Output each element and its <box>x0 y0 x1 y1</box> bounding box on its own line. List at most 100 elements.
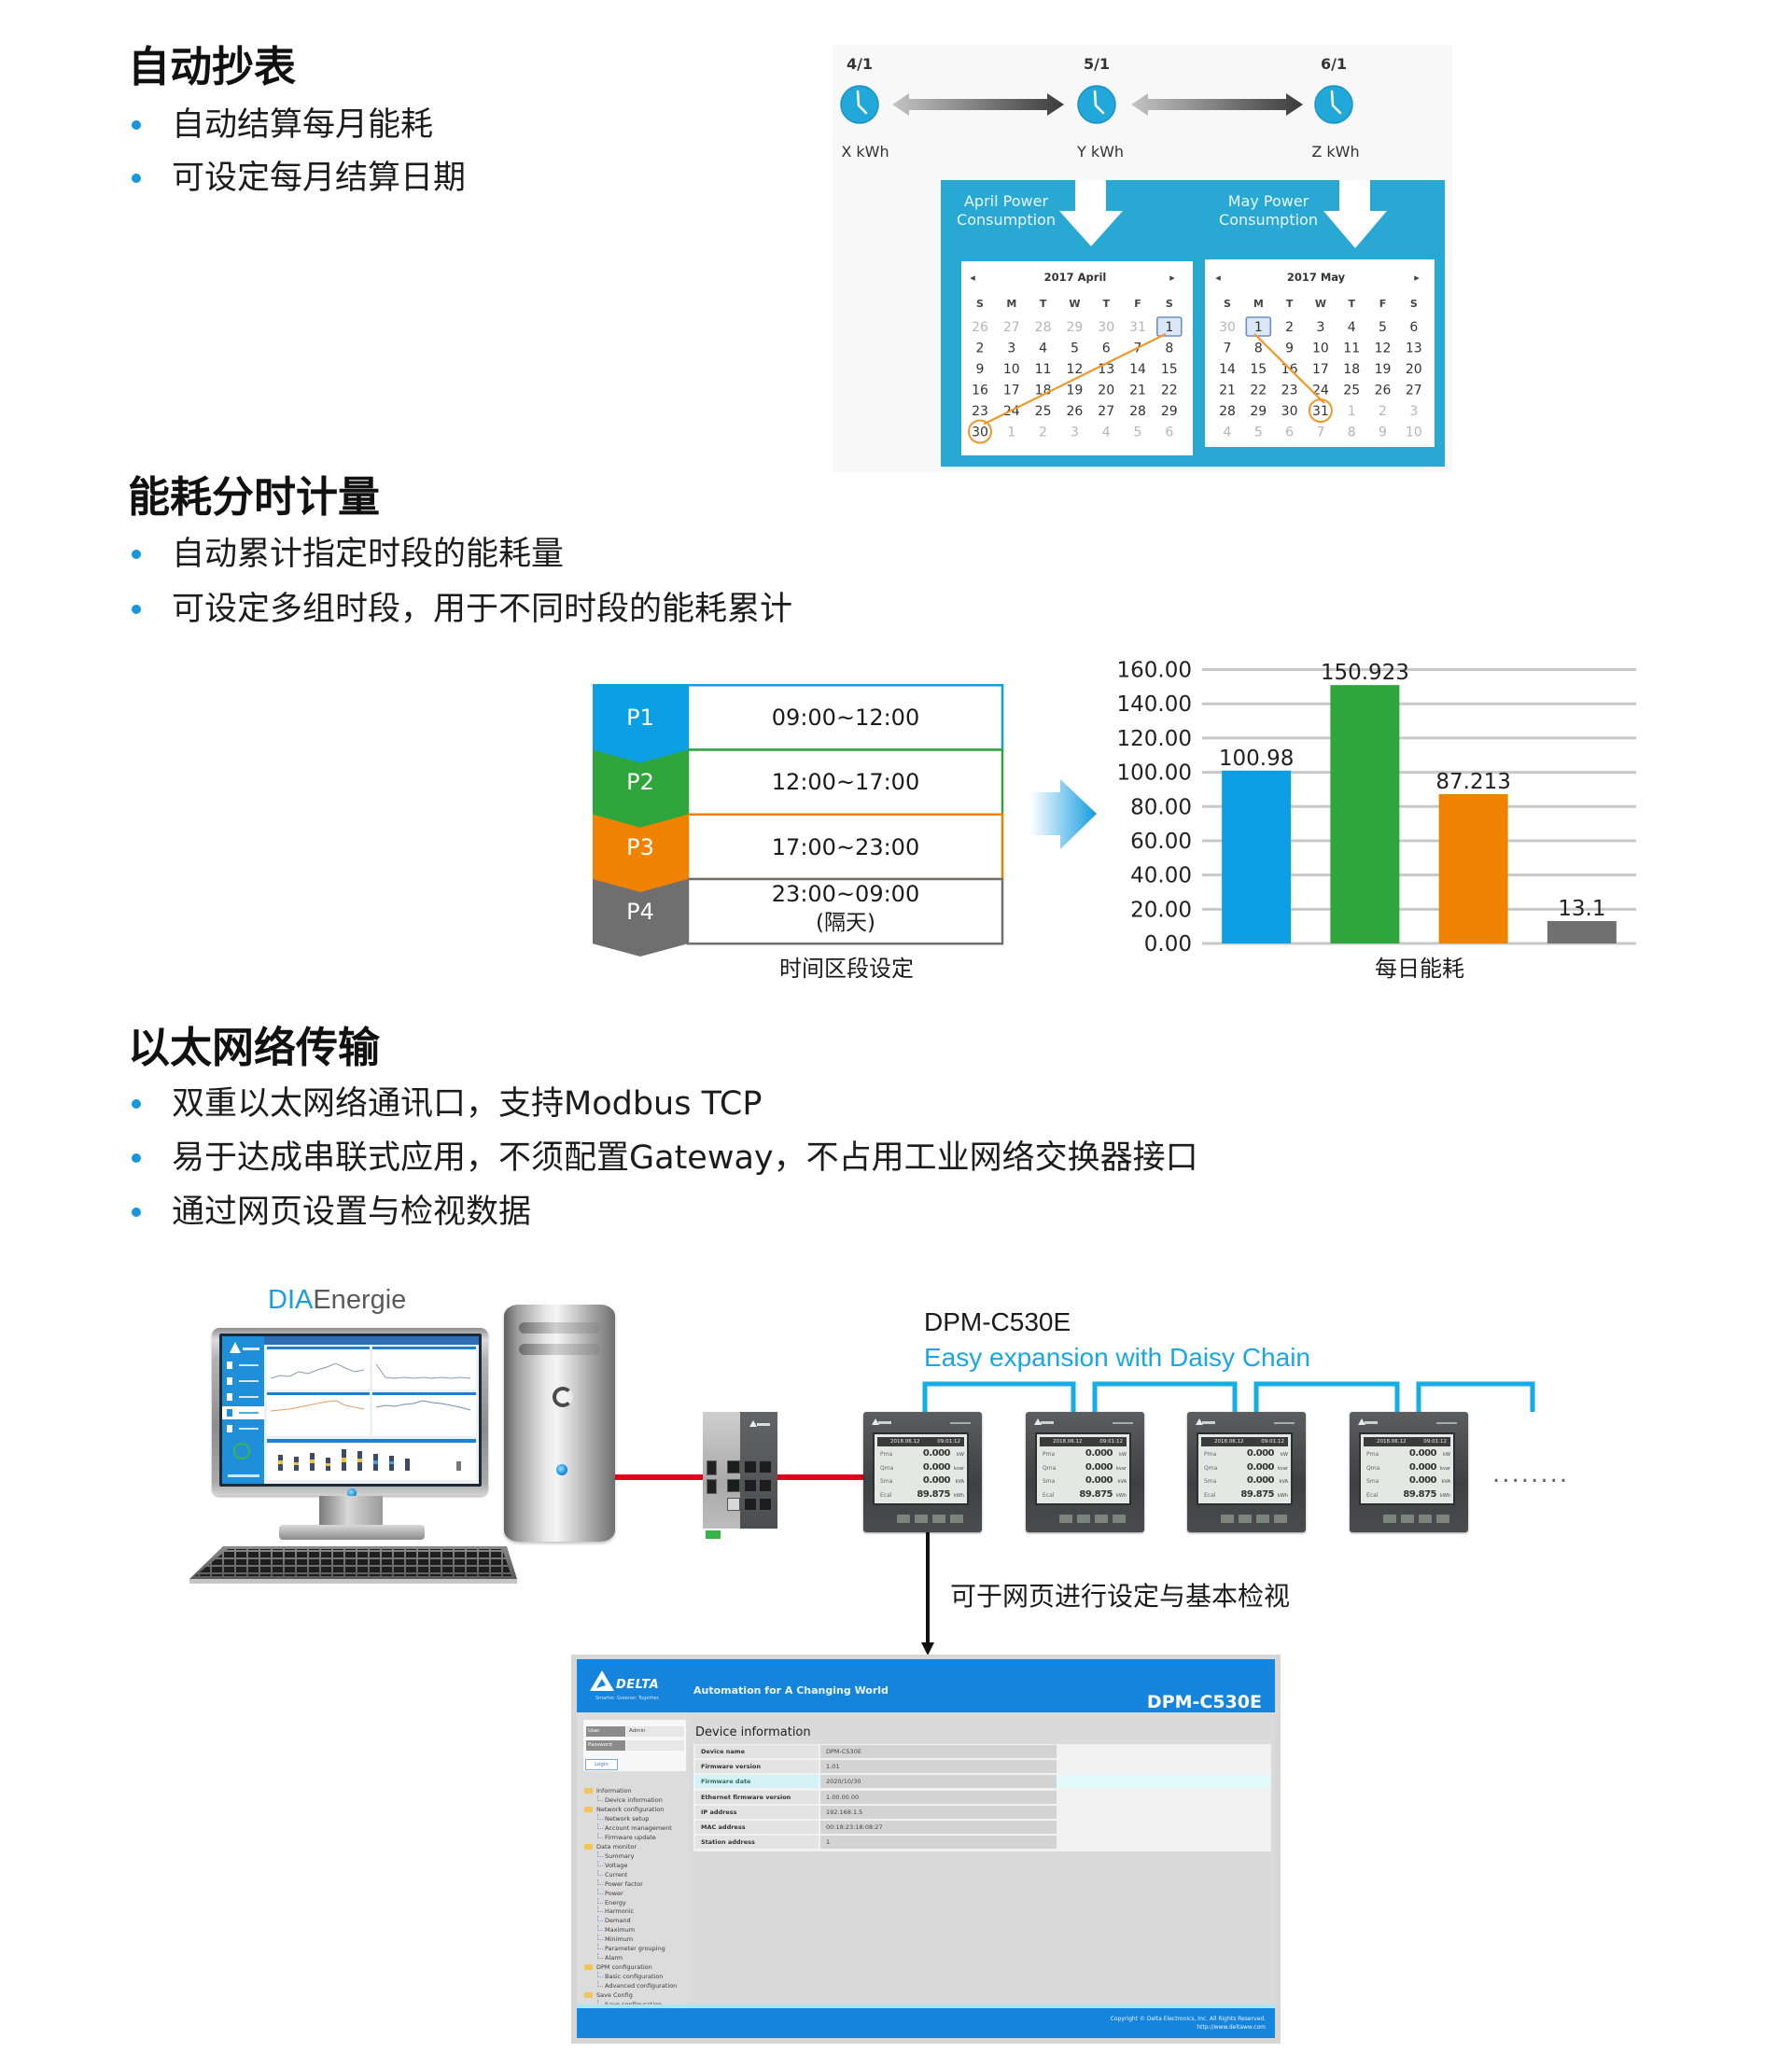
calendar-day-other-month[interactable]: 6 <box>1165 426 1173 440</box>
calendar-day-other-month[interactable]: 8 <box>1348 426 1356 440</box>
calendar-day[interactable]: 9 <box>976 362 985 377</box>
calendar-day[interactable]: 12 <box>1066 362 1083 377</box>
nav-group[interactable]: Save Config <box>577 1990 689 2000</box>
calendar-day[interactable]: 19 <box>1375 362 1392 377</box>
calendar-day-other-month[interactable]: 4 <box>1224 426 1232 440</box>
calendar-day-other-month[interactable]: 6 <box>1285 426 1294 440</box>
calendar-day-other-month[interactable]: 2 <box>1039 426 1047 440</box>
calendar-day[interactable]: 26 <box>1375 384 1392 398</box>
meter-front-button[interactable] <box>1436 1515 1449 1523</box>
user-field[interactable]: Admin <box>626 1726 684 1737</box>
calendar-day[interactable]: 7 <box>1224 342 1232 356</box>
calendar-day[interactable]: 18 <box>1035 384 1052 398</box>
calendar-day[interactable]: 26 <box>1066 404 1083 419</box>
calendar-day[interactable]: 30 <box>972 426 988 440</box>
nav-item[interactable]: Energy <box>577 1897 689 1907</box>
meter-front-button[interactable] <box>932 1515 945 1523</box>
meter-front-button[interactable] <box>1077 1515 1090 1523</box>
calendar-day-other-month[interactable]: 9 <box>1379 426 1387 440</box>
website-link[interactable]: http://www.deltaww.com <box>1197 2024 1266 2031</box>
calendar-day[interactable]: 4 <box>1348 320 1356 335</box>
calendar-day[interactable]: 2 <box>976 342 985 356</box>
calendar-day[interactable]: 8 <box>1165 342 1173 356</box>
calendar-day-other-month[interactable]: 4 <box>1102 426 1111 440</box>
nav-item[interactable]: Power <box>577 1888 689 1898</box>
calendar-day-other-month[interactable]: 28 <box>1035 320 1052 335</box>
calendar-day-other-month[interactable]: 1 <box>1348 404 1356 419</box>
calendar-day[interactable]: 11 <box>1035 362 1052 377</box>
calendar-day[interactable]: 14 <box>1219 362 1236 377</box>
login-button[interactable]: Login <box>585 1759 618 1770</box>
meter-front-button[interactable] <box>915 1515 928 1523</box>
calendar-day[interactable]: 30 <box>1281 404 1298 419</box>
calendar-day[interactable]: 24 <box>1312 384 1329 398</box>
calendar-next-month-button[interactable]: ▸ <box>1414 272 1420 284</box>
calendar-day-other-month[interactable]: 1 <box>1007 426 1015 440</box>
calendar-day[interactable]: 1 <box>1165 320 1173 335</box>
calendar-day-other-month[interactable]: 7 <box>1316 426 1324 440</box>
calendar-day[interactable]: 25 <box>1035 404 1052 419</box>
calendar-day[interactable]: 16 <box>972 384 988 398</box>
calendar-day-other-month[interactable]: 27 <box>1003 320 1020 335</box>
calendar-day[interactable]: 23 <box>1281 384 1298 398</box>
meter-front-button[interactable] <box>1383 1515 1396 1523</box>
nav-item[interactable]: Parameter grouping <box>577 1944 689 1953</box>
calendar-day[interactable]: 14 <box>1129 362 1146 377</box>
calendar-day[interactable]: 31 <box>1312 404 1329 419</box>
calendar-day-other-month[interactable]: 5 <box>1254 426 1263 440</box>
nav-group[interactable]: DPM configuration <box>577 1962 689 1972</box>
calendar-day[interactable]: 3 <box>1007 342 1015 356</box>
calendar-day-other-month[interactable]: 29 <box>1066 320 1083 335</box>
meter-front-button[interactable] <box>1095 1515 1108 1523</box>
nav-item[interactable]: Harmonic <box>577 1906 689 1916</box>
calendar-day[interactable]: 27 <box>1098 404 1114 419</box>
nav-item[interactable]: Firmware update <box>577 1832 689 1842</box>
calendar-day[interactable]: 29 <box>1250 404 1267 419</box>
calendar-day[interactable]: 2 <box>1285 320 1294 335</box>
meter-front-button[interactable] <box>1239 1515 1252 1523</box>
nav-item[interactable]: Summary <box>577 1851 689 1861</box>
calendar-day[interactable]: 13 <box>1406 342 1422 356</box>
nav-item[interactable]: Demand <box>577 1916 689 1925</box>
calendar-day-other-month[interactable]: 2 <box>1379 404 1387 419</box>
calendar-day[interactable]: 21 <box>1129 384 1146 398</box>
calendar-day[interactable]: 11 <box>1343 342 1360 356</box>
calendar-day[interactable]: 6 <box>1409 320 1418 335</box>
meter-front-button[interactable] <box>1059 1515 1072 1523</box>
calendar-day-other-month[interactable]: 30 <box>1219 320 1236 335</box>
calendar-day-other-month[interactable]: 5 <box>1134 426 1142 440</box>
nav-item[interactable]: Current <box>577 1869 689 1879</box>
calendar-day-other-month[interactable]: 10 <box>1406 426 1422 440</box>
calendar-day[interactable]: 5 <box>1379 320 1387 335</box>
calendar-day[interactable]: 17 <box>1312 362 1329 377</box>
calendar-day[interactable]: 9 <box>1285 342 1294 356</box>
calendar-day[interactable]: 1 <box>1254 320 1263 335</box>
calendar-day[interactable]: 22 <box>1161 384 1178 398</box>
nav-item[interactable]: Network setup <box>577 1813 689 1823</box>
meter-front-button[interactable] <box>1113 1515 1126 1523</box>
nav-item[interactable]: Basic configuration <box>577 1972 689 1981</box>
meter-front-button[interactable] <box>1401 1515 1414 1523</box>
calendar-day[interactable]: 20 <box>1098 384 1114 398</box>
calendar-next-month-button[interactable]: ▸ <box>1169 272 1175 284</box>
calendar-day[interactable]: 27 <box>1406 384 1422 398</box>
calendar-day[interactable]: 15 <box>1161 362 1178 377</box>
calendar-day[interactable]: 28 <box>1129 404 1146 419</box>
calendar-day[interactable]: 18 <box>1343 362 1360 377</box>
calendar-day-other-month[interactable]: 30 <box>1098 320 1114 335</box>
meter-front-button[interactable] <box>897 1515 910 1523</box>
nav-item[interactable]: Device information <box>577 1795 689 1805</box>
calendar-day[interactable]: 5 <box>1071 342 1079 356</box>
calendar-day[interactable]: 4 <box>1039 342 1047 356</box>
nav-item[interactable]: Voltage <box>577 1860 689 1870</box>
calendar-day[interactable]: 28 <box>1219 404 1236 419</box>
calendar-day[interactable]: 19 <box>1066 384 1083 398</box>
calendar-prev-month-button[interactable]: ◂ <box>970 272 975 284</box>
calendar-day-other-month[interactable]: 3 <box>1071 426 1079 440</box>
calendar-day[interactable]: 23 <box>972 404 988 419</box>
calendar-day[interactable]: 8 <box>1254 342 1263 356</box>
calendar-day[interactable]: 25 <box>1343 384 1360 398</box>
calendar-day[interactable]: 22 <box>1250 384 1267 398</box>
calendar-day-other-month[interactable]: 31 <box>1129 320 1146 335</box>
calendar-day-other-month[interactable]: 26 <box>972 320 988 335</box>
